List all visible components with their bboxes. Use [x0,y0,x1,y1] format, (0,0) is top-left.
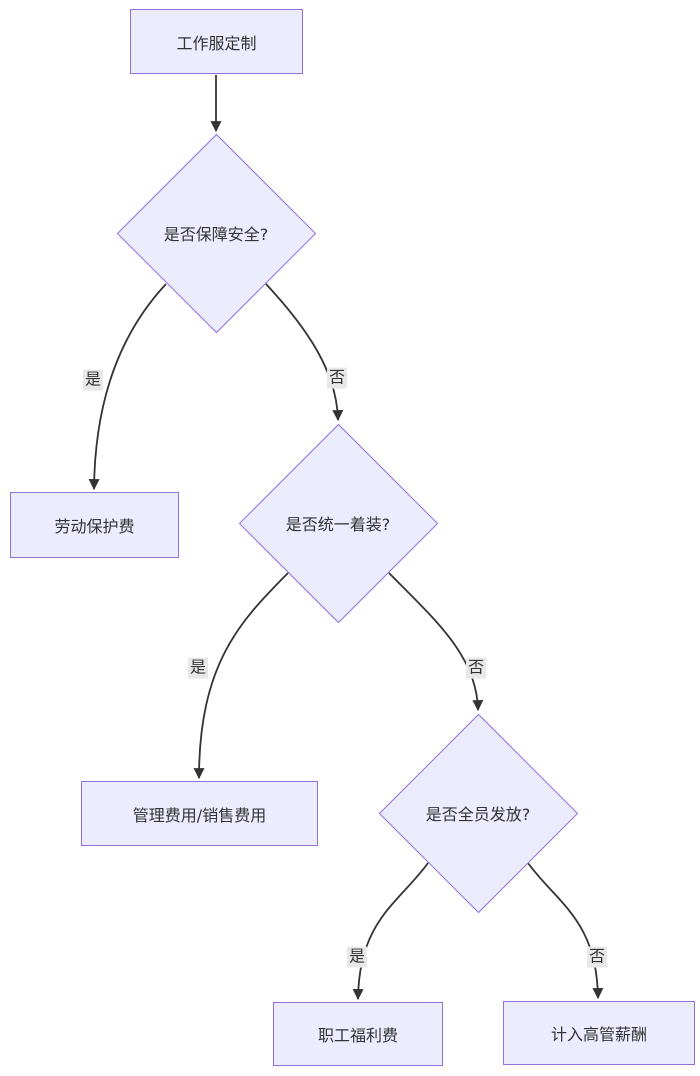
node-start-label: 工作服定制 [176,33,257,53]
edge-label-q-uniform-yes: 是 [187,657,209,679]
node-q-safety-label: 是否保障安全? [163,225,269,244]
node-q-uniform-label: 是否统一着装? [285,515,391,534]
edge-label-q-all-yes: 是 [346,946,368,968]
edge-q-all-no-to-exec [527,862,604,1000]
node-q-all-staff-label: 是否全员发放? [425,805,531,824]
node-labor-cost-label: 劳动保护费 [54,517,135,536]
edge-q-uniform-no-to-q-all [388,572,484,712]
node-welfare-cost: 职工福利费 [273,1002,443,1066]
edge-q-safety-no-to-q-uniform [265,283,344,422]
node-start: 工作服定制 [130,9,303,74]
edge-label-q-all-no: 否 [586,946,608,968]
edge-q-all-yes-to-welfare [352,862,429,1001]
node-q-safety: 是否保障安全? [116,133,316,333]
edge-label-q-safety-yes: 是 [82,369,104,391]
node-q-all-staff: 是否全员发放? [378,713,578,913]
node-admin-sales-expense-label: 管理费用/销售费用 [132,805,267,825]
node-exec-pay: 计入高管薪酬 [503,1001,695,1065]
node-admin-sales-expense: 管理费用/销售费用 [81,781,318,846]
edge-label-q-uniform-no: 否 [465,657,487,679]
node-labor-cost: 劳动保护费 [10,492,179,558]
edge-q-uniform-yes-to-admin [193,572,289,780]
edge-q-safety-yes-to-labor [88,283,167,491]
node-q-uniform: 是否统一着装? [238,423,438,623]
edge-label-q-safety-no: 否 [326,367,348,389]
node-welfare-cost-label: 职工福利费 [317,1026,398,1045]
node-exec-pay-label: 计入高管薪酬 [550,1025,647,1044]
